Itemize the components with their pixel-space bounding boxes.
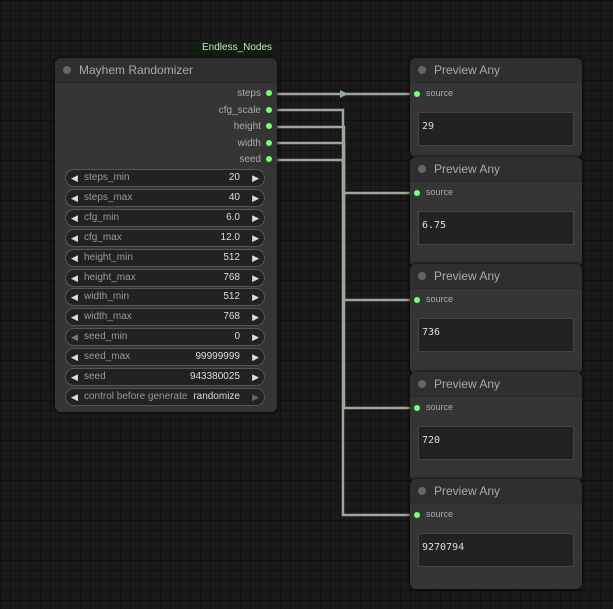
- increment-arrow-icon[interactable]: ▶: [252, 312, 259, 323]
- preview-any-node[interactable]: Preview Any source 720: [410, 372, 582, 482]
- increment-arrow-icon[interactable]: ▶: [252, 391, 259, 402]
- increment-arrow-icon[interactable]: ▶: [252, 212, 259, 223]
- preview-output: 6.75: [418, 211, 574, 245]
- widget-seed_min[interactable]: ◀ seed_min 0 ▶: [65, 328, 265, 347]
- input-slot-icon[interactable]: [414, 296, 420, 303]
- node-title: Preview Any: [434, 63, 501, 77]
- decrement-arrow-icon[interactable]: ◀: [71, 292, 78, 303]
- output-seed[interactable]: seed: [239, 154, 272, 165]
- increment-arrow-icon[interactable]: ▶: [252, 352, 259, 363]
- widget-width_min[interactable]: ◀ width_min 512 ▶: [65, 288, 265, 307]
- widget-width_max[interactable]: ◀ width_max 768 ▶: [65, 308, 265, 327]
- decrement-arrow-icon[interactable]: ◀: [71, 192, 78, 203]
- output-steps[interactable]: steps: [237, 88, 272, 99]
- preview-any-node[interactable]: Preview Any source 29: [410, 58, 582, 157]
- input-slot-icon[interactable]: [414, 511, 420, 518]
- output-slot-icon[interactable]: [266, 156, 272, 163]
- increment-arrow-icon[interactable]: ▶: [252, 272, 259, 283]
- decrement-arrow-icon[interactable]: ◀: [71, 372, 78, 382]
- collapse-dot-icon[interactable]: [418, 66, 426, 74]
- node-title: Mayhem Randomizer: [79, 63, 194, 77]
- preview-any-node[interactable]: Preview Any source 9270794: [410, 479, 582, 589]
- node-title: Preview Any: [434, 484, 501, 498]
- preview-output: 736: [418, 318, 574, 352]
- node-header[interactable]: Preview Any: [410, 58, 582, 83]
- output-slot-icon[interactable]: [266, 90, 272, 97]
- preview-output: 720: [418, 426, 574, 460]
- widget-cfg_min[interactable]: ◀ cfg_min 6.0 ▶: [65, 208, 265, 227]
- input-slot-icon[interactable]: [414, 404, 420, 411]
- node-header[interactable]: Preview Any: [410, 157, 582, 182]
- decrement-arrow-icon[interactable]: ◀: [71, 232, 78, 243]
- node-header[interactable]: Preview Any: [410, 479, 582, 504]
- collapse-dot-icon[interactable]: [418, 487, 426, 495]
- preview-any-node[interactable]: Preview Any source 6.75: [410, 157, 582, 267]
- output-cfg_scale[interactable]: cfg_scale: [219, 105, 272, 116]
- widget-seed_max[interactable]: ◀ seed_max 99999999 ▶: [65, 348, 265, 367]
- wire-arrow: [340, 90, 348, 98]
- output-slot-icon[interactable]: [266, 123, 272, 130]
- increment-arrow-icon[interactable]: ▶: [252, 252, 259, 263]
- widget-steps_min[interactable]: ◀ steps_min 20 ▶: [65, 169, 265, 187]
- widget-cfg_max[interactable]: ◀ cfg_max 12.0 ▶: [65, 228, 265, 247]
- increment-arrow-icon[interactable]: ▶: [252, 332, 259, 343]
- increment-arrow-icon[interactable]: ▶: [252, 192, 259, 203]
- collapse-dot-icon[interactable]: [418, 272, 426, 280]
- decrement-arrow-icon[interactable]: ◀: [71, 272, 78, 283]
- increment-arrow-icon[interactable]: ▶: [252, 232, 259, 243]
- input-slot-icon[interactable]: [414, 189, 420, 196]
- preview-any-node[interactable]: Preview Any source 736: [410, 264, 582, 374]
- input-slot-icon[interactable]: [414, 90, 420, 97]
- node-header[interactable]: Mayhem Randomizer: [55, 58, 277, 83]
- decrement-arrow-icon[interactable]: ◀: [71, 332, 78, 343]
- output-slot-icon[interactable]: [266, 139, 272, 146]
- node-header[interactable]: Preview Any: [410, 264, 582, 289]
- decrement-arrow-icon[interactable]: ◀: [71, 173, 78, 183]
- output-height[interactable]: height: [234, 121, 272, 132]
- collapse-dot-icon[interactable]: [418, 380, 426, 388]
- wire-seed: [270, 158, 417, 517]
- node-header[interactable]: Preview Any: [410, 372, 582, 397]
- input-source[interactable]: source: [414, 402, 453, 412]
- widget-seed[interactable]: ◀ seed 943380025 ▶: [65, 368, 265, 386]
- decrement-arrow-icon[interactable]: ◀: [71, 312, 78, 323]
- decrement-arrow-icon[interactable]: ◀: [71, 352, 78, 363]
- input-source[interactable]: source: [414, 187, 453, 197]
- widget-steps_max[interactable]: ◀ steps_max 40 ▶: [65, 188, 265, 207]
- collapse-dot-icon[interactable]: [63, 66, 71, 74]
- node-badge: Endless_Nodes: [197, 40, 278, 55]
- node-title: Preview Any: [434, 162, 501, 176]
- output-width[interactable]: width: [238, 138, 272, 149]
- node-title: Preview Any: [434, 377, 501, 391]
- output-slot-icon[interactable]: [266, 106, 272, 113]
- preview-output: 9270794: [418, 533, 574, 567]
- increment-arrow-icon[interactable]: ▶: [252, 372, 259, 382]
- preview-output: 29: [418, 112, 574, 146]
- input-source[interactable]: source: [414, 88, 453, 98]
- input-source[interactable]: source: [414, 294, 453, 304]
- increment-arrow-icon[interactable]: ▶: [252, 173, 259, 183]
- decrement-arrow-icon[interactable]: ◀: [71, 252, 78, 263]
- decrement-arrow-icon[interactable]: ◀: [71, 212, 78, 223]
- collapse-dot-icon[interactable]: [418, 165, 426, 173]
- decrement-arrow-icon[interactable]: ◀: [71, 391, 78, 402]
- widget-control-before-generate[interactable]: ◀ control before generate randomize ▶: [65, 387, 265, 406]
- widget-height_min[interactable]: ◀ height_min 512 ▶: [65, 248, 265, 267]
- widget-height_max[interactable]: ◀ height_max 768 ▶: [65, 268, 265, 287]
- input-source[interactable]: source: [414, 509, 453, 519]
- increment-arrow-icon[interactable]: ▶: [252, 292, 259, 303]
- node-title: Preview Any: [434, 269, 501, 283]
